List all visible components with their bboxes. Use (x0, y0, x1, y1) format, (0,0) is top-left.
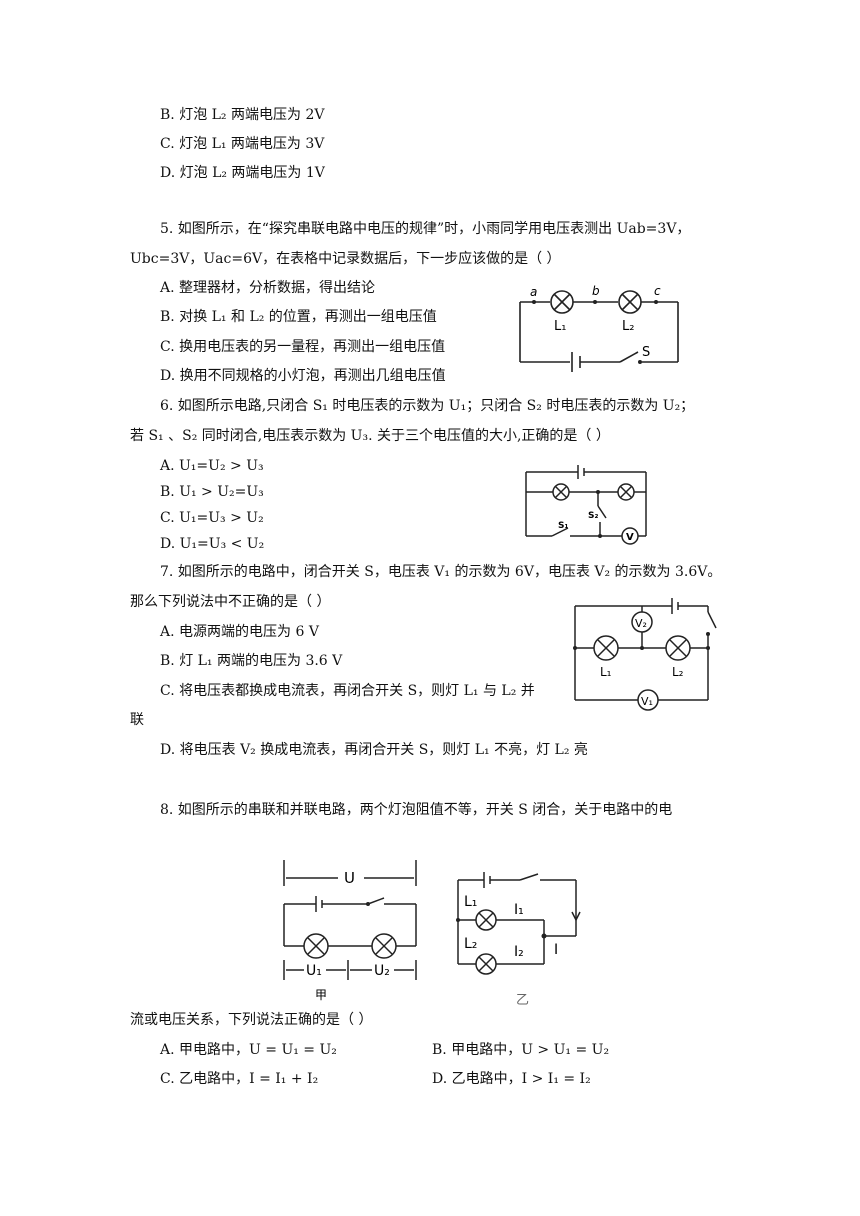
figure-q7-circuit: V₂ V₁ L₁ L₂ (573, 598, 717, 711)
option-5b: B. 对换 L₁ 和 L₂ 的位置，再测出一组电压值 (160, 309, 437, 325)
label-u2: U₂ (374, 963, 390, 979)
label-l1: L₁ (464, 894, 477, 910)
label-i: I (554, 942, 558, 958)
option-6b: B. U₁ > U₂=U₃ (160, 484, 264, 500)
label-u: U (344, 869, 355, 887)
question-6-line-2: 若 S₁ 、S₂ 同时闭合,电压表示数为 U₃. 关于三个电压值的大小,正确的是… (130, 428, 610, 444)
label-i2: I₂ (514, 944, 524, 960)
question-7-line-2: 那么下列说法中不正确的是（ ） (130, 594, 331, 610)
option-7c: C. 将电压表都换成电流表，再闭合开关 S，则灯 L₁ 与 L₂ 并 (160, 683, 535, 699)
option-5d: D. 换用不同规格的小灯泡，再测出几组电压值 (160, 368, 446, 384)
label-s2: S₂ (588, 511, 598, 521)
question-8-line-1: 8. 如图所示的串联和并联电路，两个灯泡阻值不等，开关 S 闭合，关于电路中的电 (160, 802, 673, 818)
label-a: a (530, 285, 537, 299)
figure-q6-circuit: S₁ S₂ V (525, 465, 647, 545)
option-8a: A. 甲电路中，U = U₁ = U₂ (160, 1042, 337, 1058)
question-5-line-1: 5. 如图所示，在“探究串联电路中电压的规律”时，小雨同学用电压表测出 Uab=… (160, 221, 691, 237)
label-v2: V₂ (635, 617, 647, 630)
option-4d: D. 灯泡 L₂ 两端电压为 1V (160, 165, 325, 181)
option-6d: D. U₁=U₃ < U₂ (160, 536, 265, 552)
label-l2: L₂ (672, 665, 684, 679)
label-l2: L₂ (464, 936, 477, 952)
option-4c: C. 灯泡 L₁ 两端电压为 3V (160, 136, 325, 152)
label-l2: L₂ (622, 319, 634, 334)
option-5c: C. 换用电压表的另一量程，再测出一组电压值 (160, 339, 446, 355)
label-voltmeter: V (626, 532, 634, 543)
label-l1: L₁ (554, 319, 566, 334)
option-8d: D. 乙电路中，I > I₁ = I₂ (432, 1071, 591, 1087)
caption-yi: 乙 (516, 993, 529, 1008)
option-7d: D. 将电压表 V₂ 换成电流表，再闭合开关 S，则灯 L₁ 不亮，灯 L₂ 亮 (160, 742, 588, 758)
label-s1: S₁ (558, 521, 568, 531)
option-4b: B. 灯泡 L₂ 两端电压为 2V (160, 107, 325, 123)
option-5a: A. 整理器材，分析数据，得出结论 (160, 280, 376, 296)
label-switch-s: S (642, 345, 650, 360)
question-7-line-1: 7. 如图所示的电路中，闭合开关 S，电压表 V₁ 的示数为 6V，电压表 V₂… (160, 564, 722, 580)
label-u1: U₁ (306, 963, 322, 979)
question-8-line-2: 流或电压关系，下列说法正确的是（ ） (130, 1012, 373, 1028)
label-b: b (592, 284, 600, 298)
label-c: c (654, 284, 661, 298)
option-7a: A. 电源两端的电压为 6 V (160, 624, 319, 640)
question-5-line-2: Ubc=3V，Uac=6V，在表格中记录数据后，下一步应该做的是（ ） (130, 251, 561, 267)
option-7c-wrap: 联 (130, 712, 144, 728)
option-8b: B. 甲电路中，U > U₁ = U₂ (432, 1042, 610, 1058)
option-6a: A. U₁=U₂ > U₃ (160, 458, 264, 474)
caption-jia: 甲 (315, 988, 327, 1002)
label-i1: I₁ (514, 902, 524, 918)
question-6-line-1: 6. 如图所示电路,只闭合 S₁ 时电压表的示数为 U₁；只闭合 S₂ 时电压表… (160, 398, 695, 414)
label-v1: V₁ (641, 695, 653, 708)
option-7b: B. 灯 L₁ 两端的电压为 3.6 V (160, 653, 343, 669)
option-8c: C. 乙电路中，I = I₁ + I₂ (160, 1071, 319, 1087)
figure-q8-series-circuit: U U₁ U₂ 甲 (283, 860, 417, 1002)
label-l1: L₁ (600, 665, 612, 679)
figure-q5-circuit: a b c L₁ L₂ S (519, 284, 679, 372)
figure-q8-parallel-circuit: L₁ L₂ I₁ I₂ I 乙 (456, 872, 581, 1008)
option-6c: C. U₁=U₃ > U₂ (160, 510, 264, 526)
